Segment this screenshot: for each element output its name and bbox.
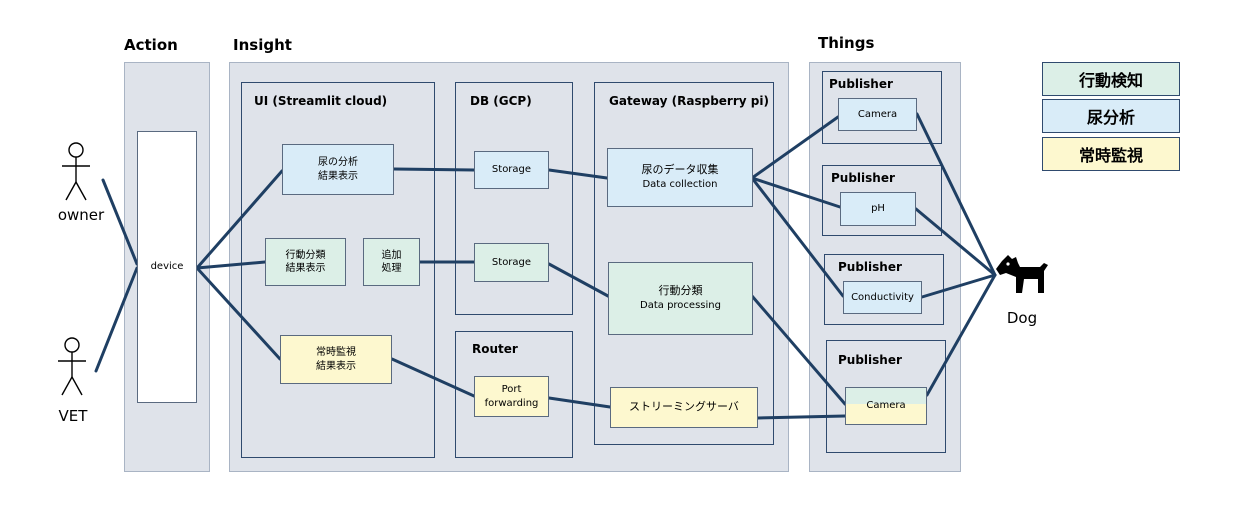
- things-section-title: Things: [818, 34, 875, 52]
- legend-urine-analysis: 尿分析: [1042, 99, 1180, 133]
- extra-process-box: 追加 処理: [363, 238, 420, 286]
- vet-person-icon: [58, 337, 86, 396]
- gateway-group: Gateway (Raspberry pi): [594, 82, 774, 445]
- publisher-title-4: Publisher: [838, 353, 902, 367]
- constant-port-line: [390, 357, 476, 398]
- ph-dog-line: [914, 207, 997, 277]
- ui-group-title: UI (Streamlit cloud): [254, 94, 388, 108]
- data-processing-jp-label: 行動分類: [658, 284, 703, 298]
- vet-label: VET: [58, 407, 88, 425]
- action-section-title: Action: [124, 36, 178, 54]
- device-behavior-line: [195, 260, 267, 270]
- dog-icon: [996, 255, 1048, 293]
- behavior-result-box: 行動分類 結果表示: [265, 238, 346, 286]
- ph-sensor-label: pH: [871, 203, 885, 215]
- behavior-result-label: 行動分類 結果表示: [285, 249, 326, 275]
- data-processing-box: 行動分類 Data processing: [608, 262, 753, 335]
- insight-section-title: Insight: [233, 36, 292, 54]
- ui-group: UI (Streamlit cloud): [241, 82, 435, 458]
- streaming-server-box: ストリーミングサーバ: [610, 387, 758, 428]
- camera-sensor-label-2: Camera: [866, 400, 906, 412]
- storage-processing-line: [547, 262, 610, 298]
- camera-sensor-box-2: Camera: [845, 387, 927, 425]
- camera-sensor-label-1: Camera: [857, 108, 898, 120]
- storage-collection-line: [547, 168, 609, 180]
- dog-label: Dog: [1006, 309, 1038, 327]
- camera1-dog-line: [915, 112, 997, 277]
- port-forwarding-box: Port forwarding: [474, 376, 549, 417]
- conductivity-sensor-label: Conductivity: [851, 291, 914, 303]
- publisher-group-1: Publisher: [822, 71, 942, 144]
- gateway-group-title: Gateway (Raspberry pi): [609, 94, 769, 108]
- collection-conductivity-line: [750, 176, 845, 298]
- constant-result-box: 常時監視 結果表示: [280, 335, 392, 384]
- device-constant-line: [195, 266, 282, 361]
- port-forwarding-label: Port forwarding: [484, 384, 539, 409]
- device-label: device: [150, 261, 184, 273]
- data-collection-box: 尿のデータ収集 Data collection: [607, 148, 753, 207]
- router-group-title: Router: [472, 342, 518, 356]
- vet-device-line: [94, 266, 139, 373]
- extra-process-label: 追加 処理: [381, 249, 402, 275]
- storage-box-1: Storage: [474, 151, 549, 189]
- streaming-server-label: ストリーミングサーバ: [629, 400, 739, 414]
- streaming-camera-line: [756, 414, 847, 420]
- legend-constant-monitoring: 常時監視: [1042, 137, 1180, 171]
- publisher-group-4: Publisher: [826, 340, 946, 453]
- storage-label-1: Storage: [491, 164, 532, 176]
- data-collection-en-label: Data collection: [642, 179, 718, 191]
- port-streaming-line: [547, 396, 612, 409]
- legend-constant-monitoring-label: 常時監視: [1078, 146, 1143, 165]
- publisher-title-1: Publisher: [829, 77, 893, 91]
- owner-label: owner: [57, 206, 105, 224]
- db-group-title: DB (GCP): [470, 94, 532, 108]
- legend-urine-analysis-label: 尿分析: [1086, 108, 1135, 127]
- owner-person-icon: [62, 142, 90, 201]
- camera2-dog-line: [925, 273, 997, 397]
- legend-behavior-detection: 行動検知: [1042, 62, 1180, 96]
- urine-result-box: 尿の分析 結果表示: [282, 144, 394, 195]
- storage-box-2: Storage: [474, 243, 549, 282]
- ph-sensor-box: pH: [840, 192, 916, 226]
- urine-result-label: 尿の分析 結果表示: [318, 157, 358, 182]
- constant-result-label: 常時監視 結果表示: [316, 347, 356, 372]
- conductivity-dog-line: [920, 273, 997, 299]
- data-collection-jp-label: 尿のデータ収集: [641, 163, 719, 177]
- owner-device-line: [101, 178, 139, 266]
- collection-ph-line: [750, 176, 842, 209]
- collection-camera-line: [750, 115, 840, 180]
- device-box: device: [137, 131, 197, 403]
- db-group: DB (GCP): [455, 82, 573, 315]
- storage-label-2: Storage: [491, 256, 532, 268]
- processing-camera-line: [750, 294, 847, 406]
- conductivity-sensor-box: Conductivity: [843, 281, 922, 314]
- router-group: Router: [455, 331, 573, 458]
- device-urine-line: [195, 169, 284, 270]
- legend-behavior-detection-label: 行動検知: [1078, 71, 1143, 90]
- camera-sensor-box-1: Camera: [838, 98, 917, 131]
- data-processing-en-label: Data processing: [640, 300, 721, 312]
- urine-storage-line: [392, 167, 476, 172]
- publisher-title-2: Publisher: [831, 171, 895, 185]
- publisher-title-3: Publisher: [838, 260, 902, 274]
